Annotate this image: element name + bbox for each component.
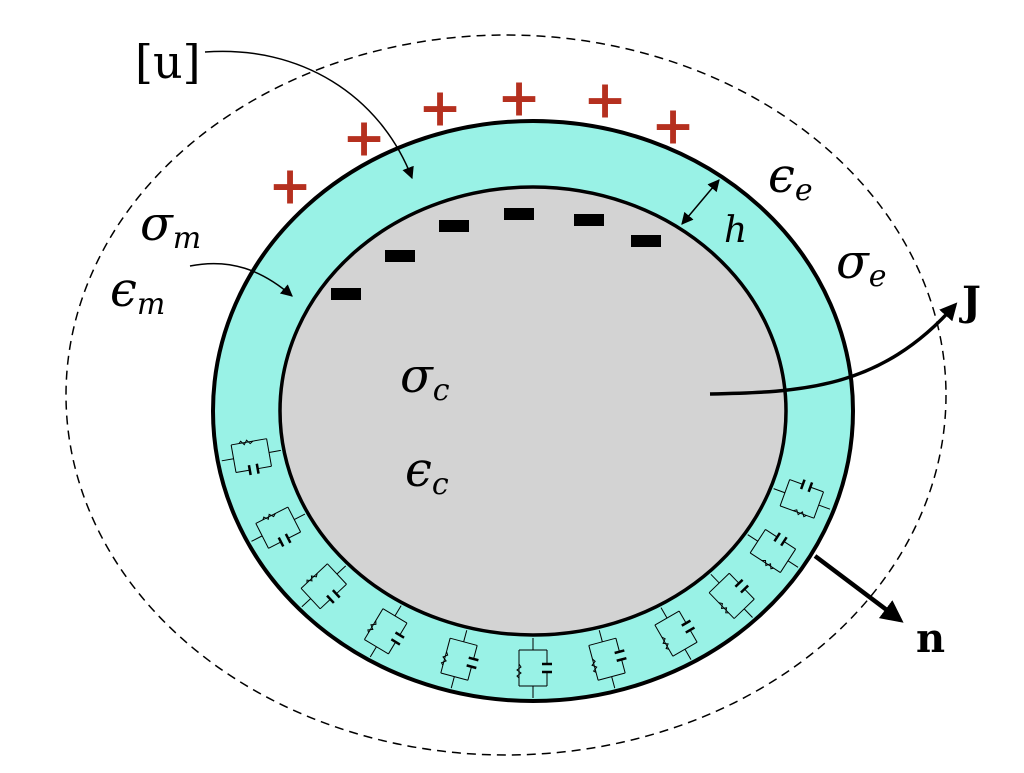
- minus-charge: [439, 220, 469, 232]
- jump-arrow: [204, 50, 414, 180]
- rc-circuit-element: [440, 630, 479, 689]
- rc-circuit-element: [773, 479, 831, 519]
- rc-circuit-element: [364, 605, 408, 658]
- plus-charge: +: [583, 70, 627, 131]
- current-label: J: [959, 278, 981, 325]
- sigma-e-main: σ: [836, 234, 870, 290]
- rc-circuit-element: [300, 563, 347, 610]
- thickness-arrow: [681, 179, 720, 225]
- sigma-c-main: σ: [400, 348, 434, 404]
- eps-m-label: ϵm: [110, 262, 165, 322]
- positive-charges: + + + + + +: [268, 68, 695, 217]
- eps-m-main: ϵ: [110, 262, 137, 318]
- eps-m-arrow: [189, 262, 293, 297]
- eps-e-label: ϵe: [768, 148, 813, 208]
- plus-charge: +: [342, 108, 386, 169]
- cytoplasm: [278, 185, 788, 637]
- sigma-m-sub: m: [173, 221, 201, 256]
- normal-label: n: [916, 615, 945, 662]
- thickness-label: h: [724, 210, 747, 251]
- eps-m-sub: m: [137, 287, 165, 322]
- minus-charge: [504, 208, 534, 220]
- minus-charge: [574, 214, 604, 226]
- rc-circuit-element: [654, 607, 698, 660]
- current-arrow: [709, 302, 958, 396]
- plus-charge: +: [418, 78, 462, 139]
- rc-circuit-element: [588, 630, 627, 689]
- rc-circuit-element: [251, 506, 306, 549]
- eps-c-main: ϵ: [405, 442, 432, 498]
- eps-e-sub: e: [795, 173, 813, 208]
- minus-charge: [331, 288, 361, 300]
- minus-charge: [631, 235, 661, 247]
- eps-e-main: ϵ: [768, 148, 795, 204]
- sigma-c-sub: c: [433, 373, 450, 408]
- sigma-c-label: σc: [400, 348, 450, 408]
- sigma-m-label: σm: [140, 196, 201, 256]
- eps-c-label: ϵc: [405, 442, 449, 502]
- rc-circuit-element: [221, 438, 281, 476]
- minus-charge: [385, 250, 415, 262]
- outer-domain-boundary: [65, 34, 947, 756]
- normal-arrow: [813, 554, 904, 623]
- plus-charge: +: [268, 156, 312, 217]
- rc-circuit-element: [747, 529, 799, 573]
- sigma-e-label: σe: [836, 234, 887, 294]
- negative-charges: [331, 208, 661, 300]
- plus-charge: +: [651, 96, 695, 157]
- rc-circuit-element: [516, 638, 552, 698]
- sigma-e-sub: e: [869, 259, 887, 294]
- plus-charge: +: [497, 68, 541, 129]
- jump-label: [u]: [135, 35, 201, 89]
- rc-circuit-element: [708, 572, 755, 619]
- eps-c-sub: c: [432, 467, 449, 502]
- membrane-circuit-elements: [221, 438, 831, 698]
- sigma-m-main: σ: [140, 196, 174, 252]
